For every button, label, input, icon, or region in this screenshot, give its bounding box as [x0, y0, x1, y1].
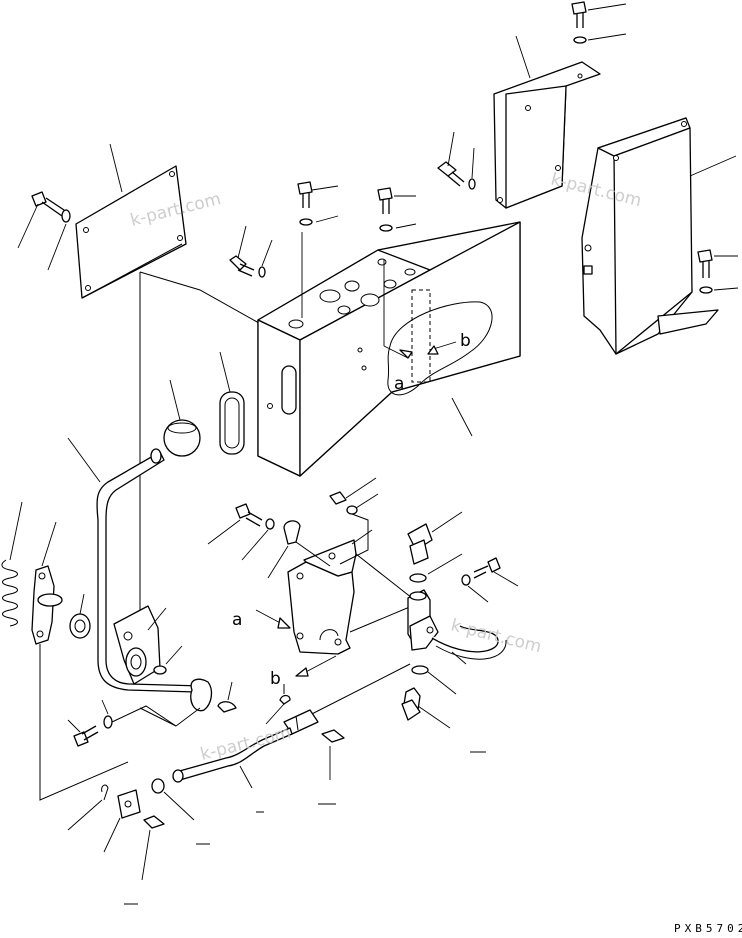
lever-knob — [163, 379, 201, 457]
lever-boot — [219, 351, 245, 455]
o-ring-bracket — [153, 645, 183, 675]
control-rod — [172, 727, 293, 789]
clevis-left — [103, 789, 141, 853]
elbow-fitting — [407, 511, 463, 565]
o-ring-valve-bottom — [411, 665, 457, 695]
callout-label-b-upper: b — [460, 331, 471, 351]
hose-right — [431, 625, 507, 665]
bolt-bracket-top — [571, 1, 627, 44]
clip-pin-lower — [265, 684, 291, 725]
nut-upper — [329, 477, 379, 565]
drawing-code: PXB5702 — [674, 922, 742, 935]
pin-lower — [321, 729, 345, 780]
control-lever — [67, 437, 213, 727]
clip-bracket — [267, 520, 331, 579]
bolt-main-body-1 — [297, 181, 339, 226]
callout-label-a-upper: a — [394, 374, 404, 394]
clip-pin-upper — [217, 681, 237, 713]
o-ring-valve-top — [409, 553, 463, 583]
link-arm — [31, 521, 63, 645]
valve-block — [407, 589, 439, 651]
bolt-main-body-3 — [229, 225, 273, 278]
bolt-lever-lower — [67, 699, 177, 747]
mounting-bracket-plate — [287, 529, 373, 655]
main-valve-body — [257, 221, 521, 477]
side-cover — [581, 117, 737, 355]
callout-label-a-lower: a — [232, 610, 242, 630]
nut-lower — [151, 778, 195, 821]
bolt-bracket-mid — [437, 131, 476, 190]
check-valve — [401, 687, 451, 729]
callout-label-b-lower: b — [270, 669, 281, 689]
callout-arrow-a — [255, 609, 291, 629]
bolt-bracket-plate — [207, 503, 275, 561]
spring — [1, 501, 23, 627]
pin-left — [141, 815, 165, 881]
bushing — [69, 593, 91, 639]
cover-plate — [75, 143, 187, 299]
bolt-top-left — [17, 191, 71, 271]
bolt-side-cover — [697, 249, 739, 294]
upper-bracket — [493, 35, 601, 209]
clip-left — [67, 784, 109, 831]
callout-arrow-b — [295, 655, 337, 677]
bolt-main-body-2 — [377, 187, 417, 232]
bolt-valve-block — [461, 557, 519, 603]
